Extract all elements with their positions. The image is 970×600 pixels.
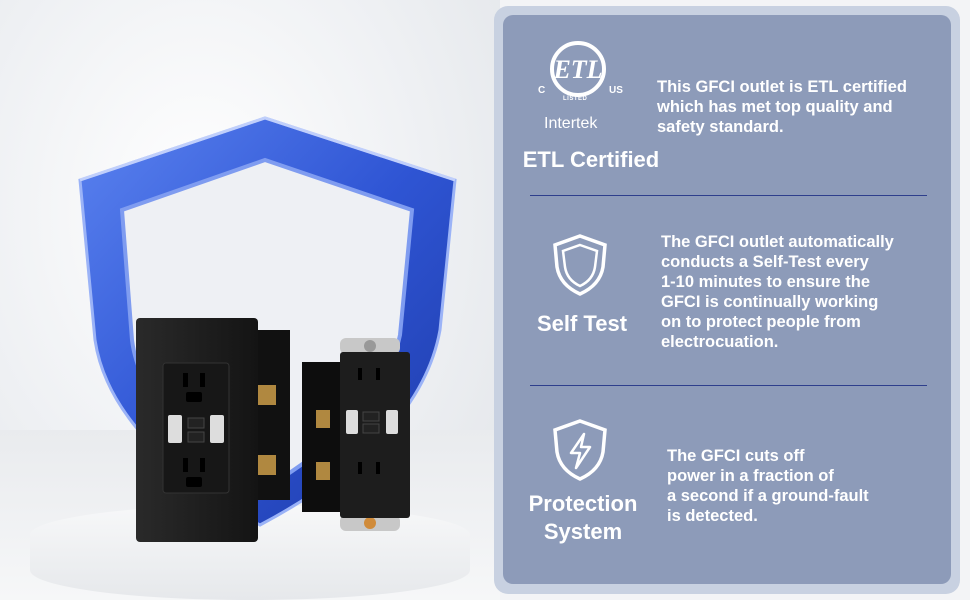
protection-system-label: Protection System [516,490,650,546]
etl-mark: ETL [552,55,602,84]
product-scene [0,0,500,600]
shield-icon [553,234,607,296]
protection-line: The GFCI cuts off [667,447,805,465]
etl-listed-mark: LISTED [563,96,588,102]
etl-description: This GFCI outlet is ETL certified which … [657,77,907,137]
protection-label-line: System [543,519,623,544]
self-test-line: on to protect people from [661,313,861,331]
etl-c-mark: C [538,85,546,96]
self-test-line: 1-10 minutes to ensure the [661,273,871,291]
etl-line: This GFCI outlet is ETL certified [657,78,907,96]
self-test-label: Self Test [536,311,628,336]
protection-label-line: Protection [528,491,638,516]
info-panel [503,15,951,584]
etl-company-name: Intertek [544,115,598,132]
self-test-description: The GFCI outlet automatically conducts a… [661,232,894,352]
self-test-line: GFCI is continually working [661,293,879,311]
self-test-line: The GFCI outlet automatically [661,233,894,251]
etl-us-mark: US [609,85,623,96]
etl-line: which has met top quality and [657,98,893,116]
product-illustration [78,116,457,542]
protection-description: The GFCI cuts off power in a fraction of… [667,446,869,526]
etl-line: safety standard. [657,118,784,136]
self-test-line: electrocuation. [661,333,779,351]
receptacle-device [302,338,410,531]
protection-line: power in a fraction of [667,467,834,485]
protection-line: a second if a ground-fault [667,487,869,505]
protection-line: is detected. [667,507,758,525]
etl-certified-label: ETL Certified [522,147,660,172]
section-divider [530,385,927,386]
section-divider [530,195,927,196]
self-test-line: conducts a Self-Test every [661,253,869,271]
shield-lightning-icon [553,419,607,481]
wall-plate-outlet [136,318,290,542]
etl-logo-icon: ETL [550,41,606,97]
